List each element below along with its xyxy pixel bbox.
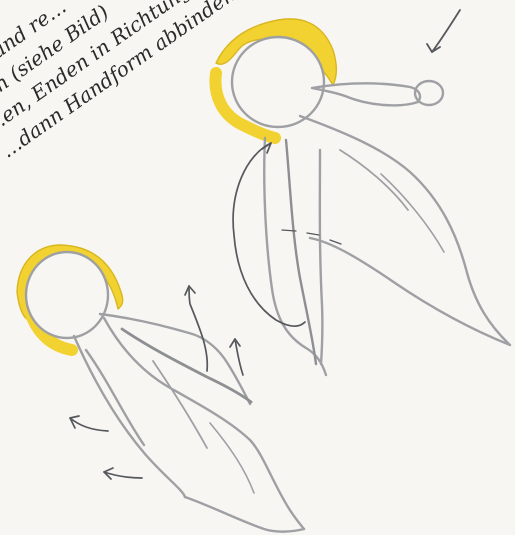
right-angel-robe: [264, 138, 326, 375]
left-angel-drawing: [17, 245, 304, 532]
right-angel-upper-wing: [312, 83, 420, 105]
left-angel-fold-3: [210, 423, 254, 493]
left-angel-arrow-up: [189, 286, 207, 371]
left-angel-robe-right: [104, 318, 304, 529]
left-angel-robe-left: [74, 336, 185, 497]
right-angel-drawing: [215, 10, 510, 375]
right-angel-top-arrow: [432, 10, 460, 52]
right-angel-wing-fold: [340, 150, 408, 210]
right-angel-wing-fold-2: [381, 174, 444, 252]
right-angel-robe-inner: [286, 140, 316, 364]
left-angel-arrow-up-head: [185, 286, 195, 295]
right-angel-fold-line: [320, 150, 323, 364]
right-angel-main-wing: [300, 116, 510, 345]
right-angel-top-arrowhead: [427, 44, 440, 52]
left-angel-arrow-left: [70, 418, 108, 431]
right-angel-head: [232, 37, 324, 127]
left-angel-head: [26, 252, 108, 338]
right-angel-dashes: [282, 230, 341, 244]
left-angel-inner-fold: [86, 350, 144, 445]
